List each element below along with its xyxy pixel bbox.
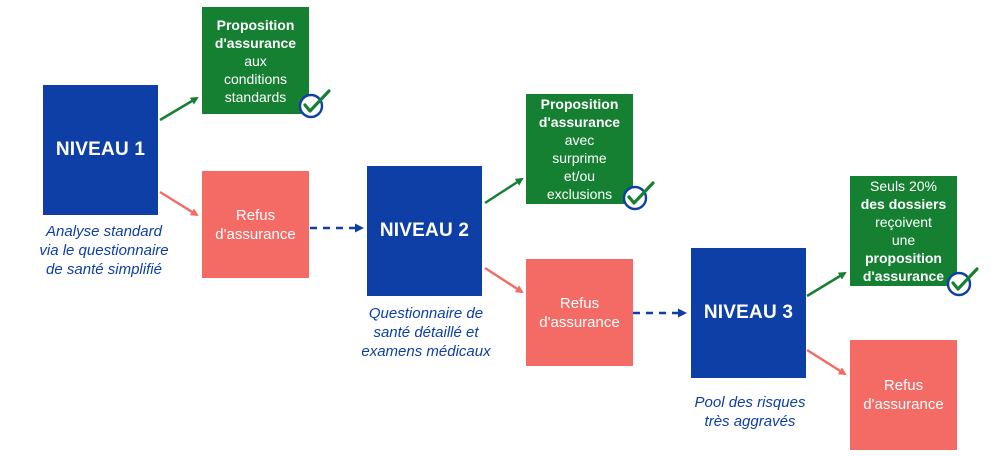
level-3-caption: Pool des risques très aggravés bbox=[670, 393, 830, 431]
accept-line: exclusions bbox=[546, 186, 613, 202]
refus-line-1: Refus bbox=[235, 206, 276, 224]
accept-line: Seuls 20% bbox=[870, 178, 937, 194]
accept-box-3: Seuls 20% des dossiers reçoivent une pro… bbox=[850, 176, 957, 286]
accept-line: standards bbox=[224, 88, 287, 105]
accept-line: Proposition bbox=[216, 16, 295, 33]
refus-line-2: d'assurance bbox=[863, 396, 944, 413]
accept-box-2: Proposition d'assurance avec surprime et… bbox=[526, 94, 633, 204]
caption-line: Questionnaire de bbox=[368, 305, 484, 322]
caption-line: Analyse standard bbox=[46, 223, 162, 240]
refus-line-2: d'assurance bbox=[215, 225, 296, 243]
level-1-box: NIVEAU 1 bbox=[43, 85, 158, 215]
caption-line: via le questionnaire bbox=[39, 242, 169, 259]
level-3-box: NIVEAU 3 bbox=[691, 248, 806, 378]
caption-line: Pool des risques bbox=[694, 394, 806, 411]
level-1-caption: Analyse standard via le questionnaire de… bbox=[24, 222, 184, 279]
check-circle-icon bbox=[946, 267, 979, 297]
accept-line: surprime bbox=[552, 150, 607, 166]
refus-box-3: Refus d'assurance bbox=[850, 340, 957, 450]
accept-line: aux bbox=[244, 52, 267, 69]
accept-line: une bbox=[891, 232, 916, 248]
caption-line: très aggravés bbox=[704, 413, 796, 430]
refus-line-2: d'assurance bbox=[539, 313, 620, 331]
accept-line: d'assurance bbox=[214, 34, 297, 51]
arrow-n3-accept bbox=[806, 271, 847, 298]
level-2-label: NIVEAU 2 bbox=[379, 220, 470, 241]
caption-line: santé détaillé et bbox=[373, 324, 479, 341]
arrow-n2-refus bbox=[484, 266, 524, 294]
accept-box-1: Proposition d'assurance aux conditions s… bbox=[202, 7, 309, 114]
accept-line: d'assurance bbox=[538, 114, 621, 130]
arrow-n2-accept bbox=[484, 177, 524, 205]
caption-line: examens médicaux bbox=[361, 343, 491, 360]
level-1-label: NIVEAU 1 bbox=[55, 139, 146, 160]
accept-line: avec bbox=[564, 132, 595, 148]
accept-line: conditions bbox=[223, 70, 288, 87]
arrow-n1-refus bbox=[159, 190, 199, 217]
level-2-caption: Questionnaire de santé détaillé et exame… bbox=[346, 304, 506, 361]
check-circle-icon bbox=[622, 181, 655, 211]
caption-line: de santé simplifié bbox=[46, 261, 162, 278]
arrow-n1-accept bbox=[159, 96, 199, 122]
accept-line: reçoivent bbox=[875, 214, 932, 230]
accept-line: d'assurance bbox=[862, 268, 945, 284]
level-3-label: NIVEAU 3 bbox=[703, 302, 794, 323]
refus-line-1: Refus bbox=[559, 294, 600, 312]
accept-line: Proposition bbox=[540, 96, 619, 112]
accept-line: des dossiers bbox=[860, 196, 947, 212]
refus-box-1: Refus d'assurance bbox=[202, 171, 309, 278]
accept-line: et/ou bbox=[563, 168, 596, 184]
level-2-box: NIVEAU 2 bbox=[367, 166, 482, 296]
refus-line-1: Refus bbox=[883, 377, 924, 394]
accept-line: proposition bbox=[865, 250, 942, 266]
refus-box-2: Refus d'assurance bbox=[526, 259, 633, 366]
arrow-n3-refus bbox=[806, 348, 847, 376]
check-circle-icon bbox=[298, 89, 331, 119]
